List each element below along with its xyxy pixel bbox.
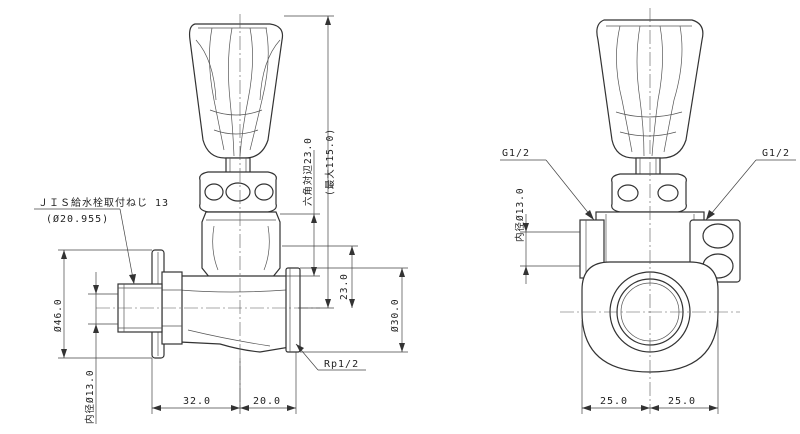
label-jis-thread: ＪＩＳ給水栓取付ねじ 13 xyxy=(38,196,169,209)
front-flange xyxy=(581,261,719,373)
label-jis-dia: (Ø20.955) xyxy=(46,213,109,225)
label-rp: Rp1/2 xyxy=(324,359,359,370)
label-dim-32: 32.0 xyxy=(183,396,211,407)
dim-flange-dia xyxy=(58,249,152,359)
front-gland-nut xyxy=(611,173,687,213)
dim-inner-13-side xyxy=(88,272,118,424)
dim-bottom-lengths xyxy=(151,352,297,414)
front-stem xyxy=(635,157,661,177)
side-bonnet xyxy=(201,211,281,279)
dim-outlet-dia xyxy=(300,267,408,353)
dim-front-widths xyxy=(581,320,719,414)
rp-leader xyxy=(295,343,366,371)
side-outlet xyxy=(285,267,301,353)
label-23: 23.0 xyxy=(339,273,350,300)
front-handle xyxy=(596,19,704,159)
side-stem xyxy=(225,157,251,175)
side-gland-nut xyxy=(199,171,277,213)
dim-23 xyxy=(282,245,358,308)
dim-inner-13-front xyxy=(520,214,580,284)
label-dim-20: 20.0 xyxy=(253,396,281,407)
side-body xyxy=(179,275,297,353)
label-dim-25-left: 25.0 xyxy=(600,396,628,407)
front-view: 内径Ø13.0 G1/2 G1/2 25.0 25.0 xyxy=(500,8,796,414)
side-handle xyxy=(188,23,284,159)
label-dim-25-right: 25.0 xyxy=(668,396,696,407)
dim-max-height xyxy=(284,15,334,309)
side-view: (最大115.0) 六角対辺23.0 23.0 Ø30.0 xyxy=(34,14,408,424)
label-g-left: G1/2 xyxy=(502,148,530,159)
label-inner-13-side: 内径Ø13.0 xyxy=(84,369,96,424)
g-right-leader xyxy=(705,159,796,221)
g-left-leader xyxy=(500,159,595,221)
dim-hex-flats xyxy=(280,150,320,277)
label-flange-dia: Ø46.0 xyxy=(53,298,64,332)
label-max-height: (最大115.0) xyxy=(324,128,336,196)
label-inner-13-front: 内径Ø13.0 xyxy=(514,187,526,242)
label-g-right: G1/2 xyxy=(762,148,790,159)
jis-leader xyxy=(34,208,136,285)
label-hex-flats: 六角対辺23.0 xyxy=(302,137,314,206)
label-outlet-dia: Ø30.0 xyxy=(390,298,401,332)
